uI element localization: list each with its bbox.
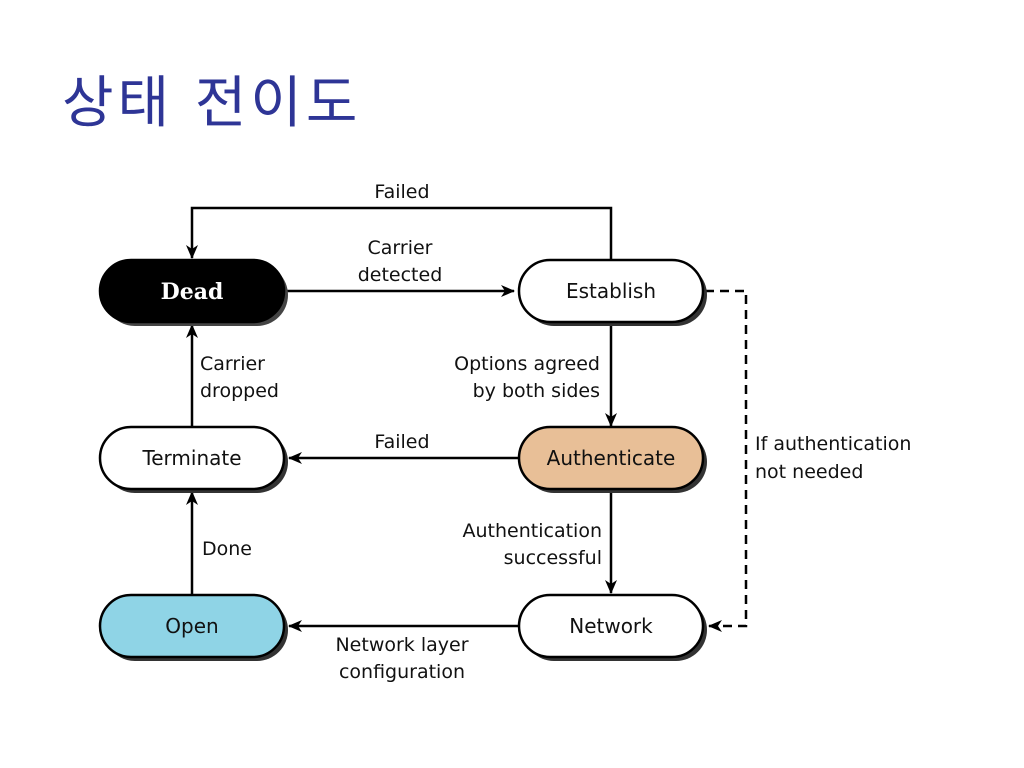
edge-label-options-agreed: Options agreed	[454, 353, 600, 375]
edge-authenticate-to-network: Authentication successful	[463, 490, 617, 594]
edge-label-by-both-sides: by both sides	[473, 380, 600, 402]
node-terminate: Terminate	[98, 425, 288, 493]
edge-label-successful: successful	[504, 547, 602, 569]
edge-label-configuration: configuration	[339, 661, 465, 683]
node-network-label: Network	[569, 614, 653, 638]
edge-label-carrier: Carrier	[368, 237, 433, 259]
node-terminate-label: Terminate	[141, 446, 241, 470]
node-open: Open	[98, 593, 288, 661]
edge-label-carrier-dropped-1: Carrier	[200, 353, 265, 375]
node-establish: Establish	[517, 258, 707, 326]
edge-label-not-needed: not needed	[755, 461, 863, 483]
node-authenticate-label: Authenticate	[547, 446, 676, 470]
node-dead-label: Dead	[161, 279, 224, 305]
node-dead: Dead	[98, 258, 288, 326]
edge-label-done: Done	[202, 538, 252, 560]
edge-label-network-layer: Network layer	[335, 634, 468, 656]
edge-label-authentication: Authentication	[463, 520, 602, 542]
node-establish-label: Establish	[566, 279, 656, 303]
edge-establish-to-network-dashed: If authentication not needed	[705, 289, 911, 632]
edge-dead-to-establish: Carrier detected	[285, 237, 515, 297]
edge-terminate-to-dead: Carrier dropped	[186, 324, 279, 427]
node-network: Network	[517, 593, 707, 661]
edge-label-failed-top: Failed	[374, 181, 429, 203]
page-title: 상태 전이도	[62, 71, 362, 136]
edge-label-if-authentication: If authentication	[755, 433, 911, 455]
node-authenticate: Authenticate	[517, 425, 707, 493]
node-open-label: Open	[165, 614, 218, 638]
edge-label-failed-middle: Failed	[374, 431, 429, 453]
edge-open-to-terminate: Done	[186, 491, 252, 594]
edge-authenticate-to-terminate: Failed	[288, 431, 518, 464]
edge-establish-to-authenticate: Options agreed by both sides	[454, 322, 617, 427]
edge-establish-to-dead: Failed	[186, 181, 613, 262]
edge-label-detected: detected	[358, 264, 443, 286]
edge-network-to-open: Network layer configuration	[288, 620, 518, 683]
edge-label-carrier-dropped-2: dropped	[200, 380, 279, 402]
